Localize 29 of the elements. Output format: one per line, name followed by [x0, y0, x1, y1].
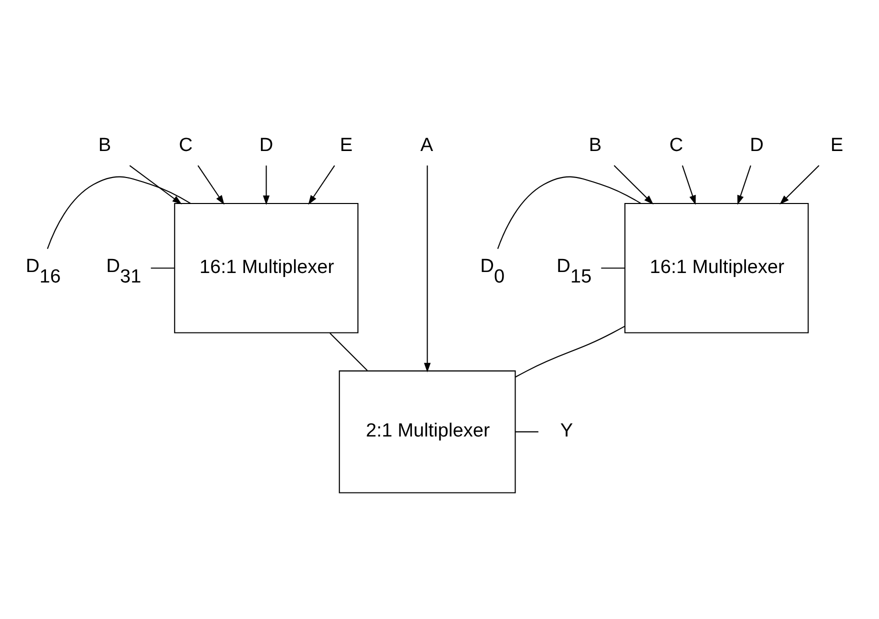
connector: [515, 325, 625, 377]
arrow: [780, 164, 820, 204]
node-text: E: [340, 134, 353, 156]
connector: [515, 430, 538, 432]
node-text: A: [420, 134, 434, 156]
connector: [601, 267, 625, 268]
arrow: [682, 164, 696, 204]
node-text: B: [588, 134, 602, 156]
node-text: D: [750, 134, 764, 156]
node-text: D: [259, 134, 274, 156]
node-box: 2:1 Multiplexer: [338, 370, 516, 493]
arrow: [129, 164, 182, 204]
node-text: B: [98, 134, 112, 156]
arrow: [737, 164, 752, 204]
connector: [330, 332, 368, 370]
connector: [46, 176, 191, 248]
arrow: [262, 165, 270, 205]
node-text: C: [178, 134, 193, 156]
node-box: 16:1 Multiplexer: [624, 202, 809, 333]
arrow: [614, 164, 654, 204]
node-box: 16:1 Multiplexer: [174, 202, 358, 333]
node-text: E: [830, 134, 844, 156]
arrow: [424, 165, 431, 372]
node-text: Y: [560, 420, 573, 442]
connector: [150, 267, 174, 268]
arrow: [308, 164, 335, 204]
node-text: C: [669, 134, 684, 156]
arrow: [198, 164, 224, 204]
connector: [497, 176, 641, 248]
